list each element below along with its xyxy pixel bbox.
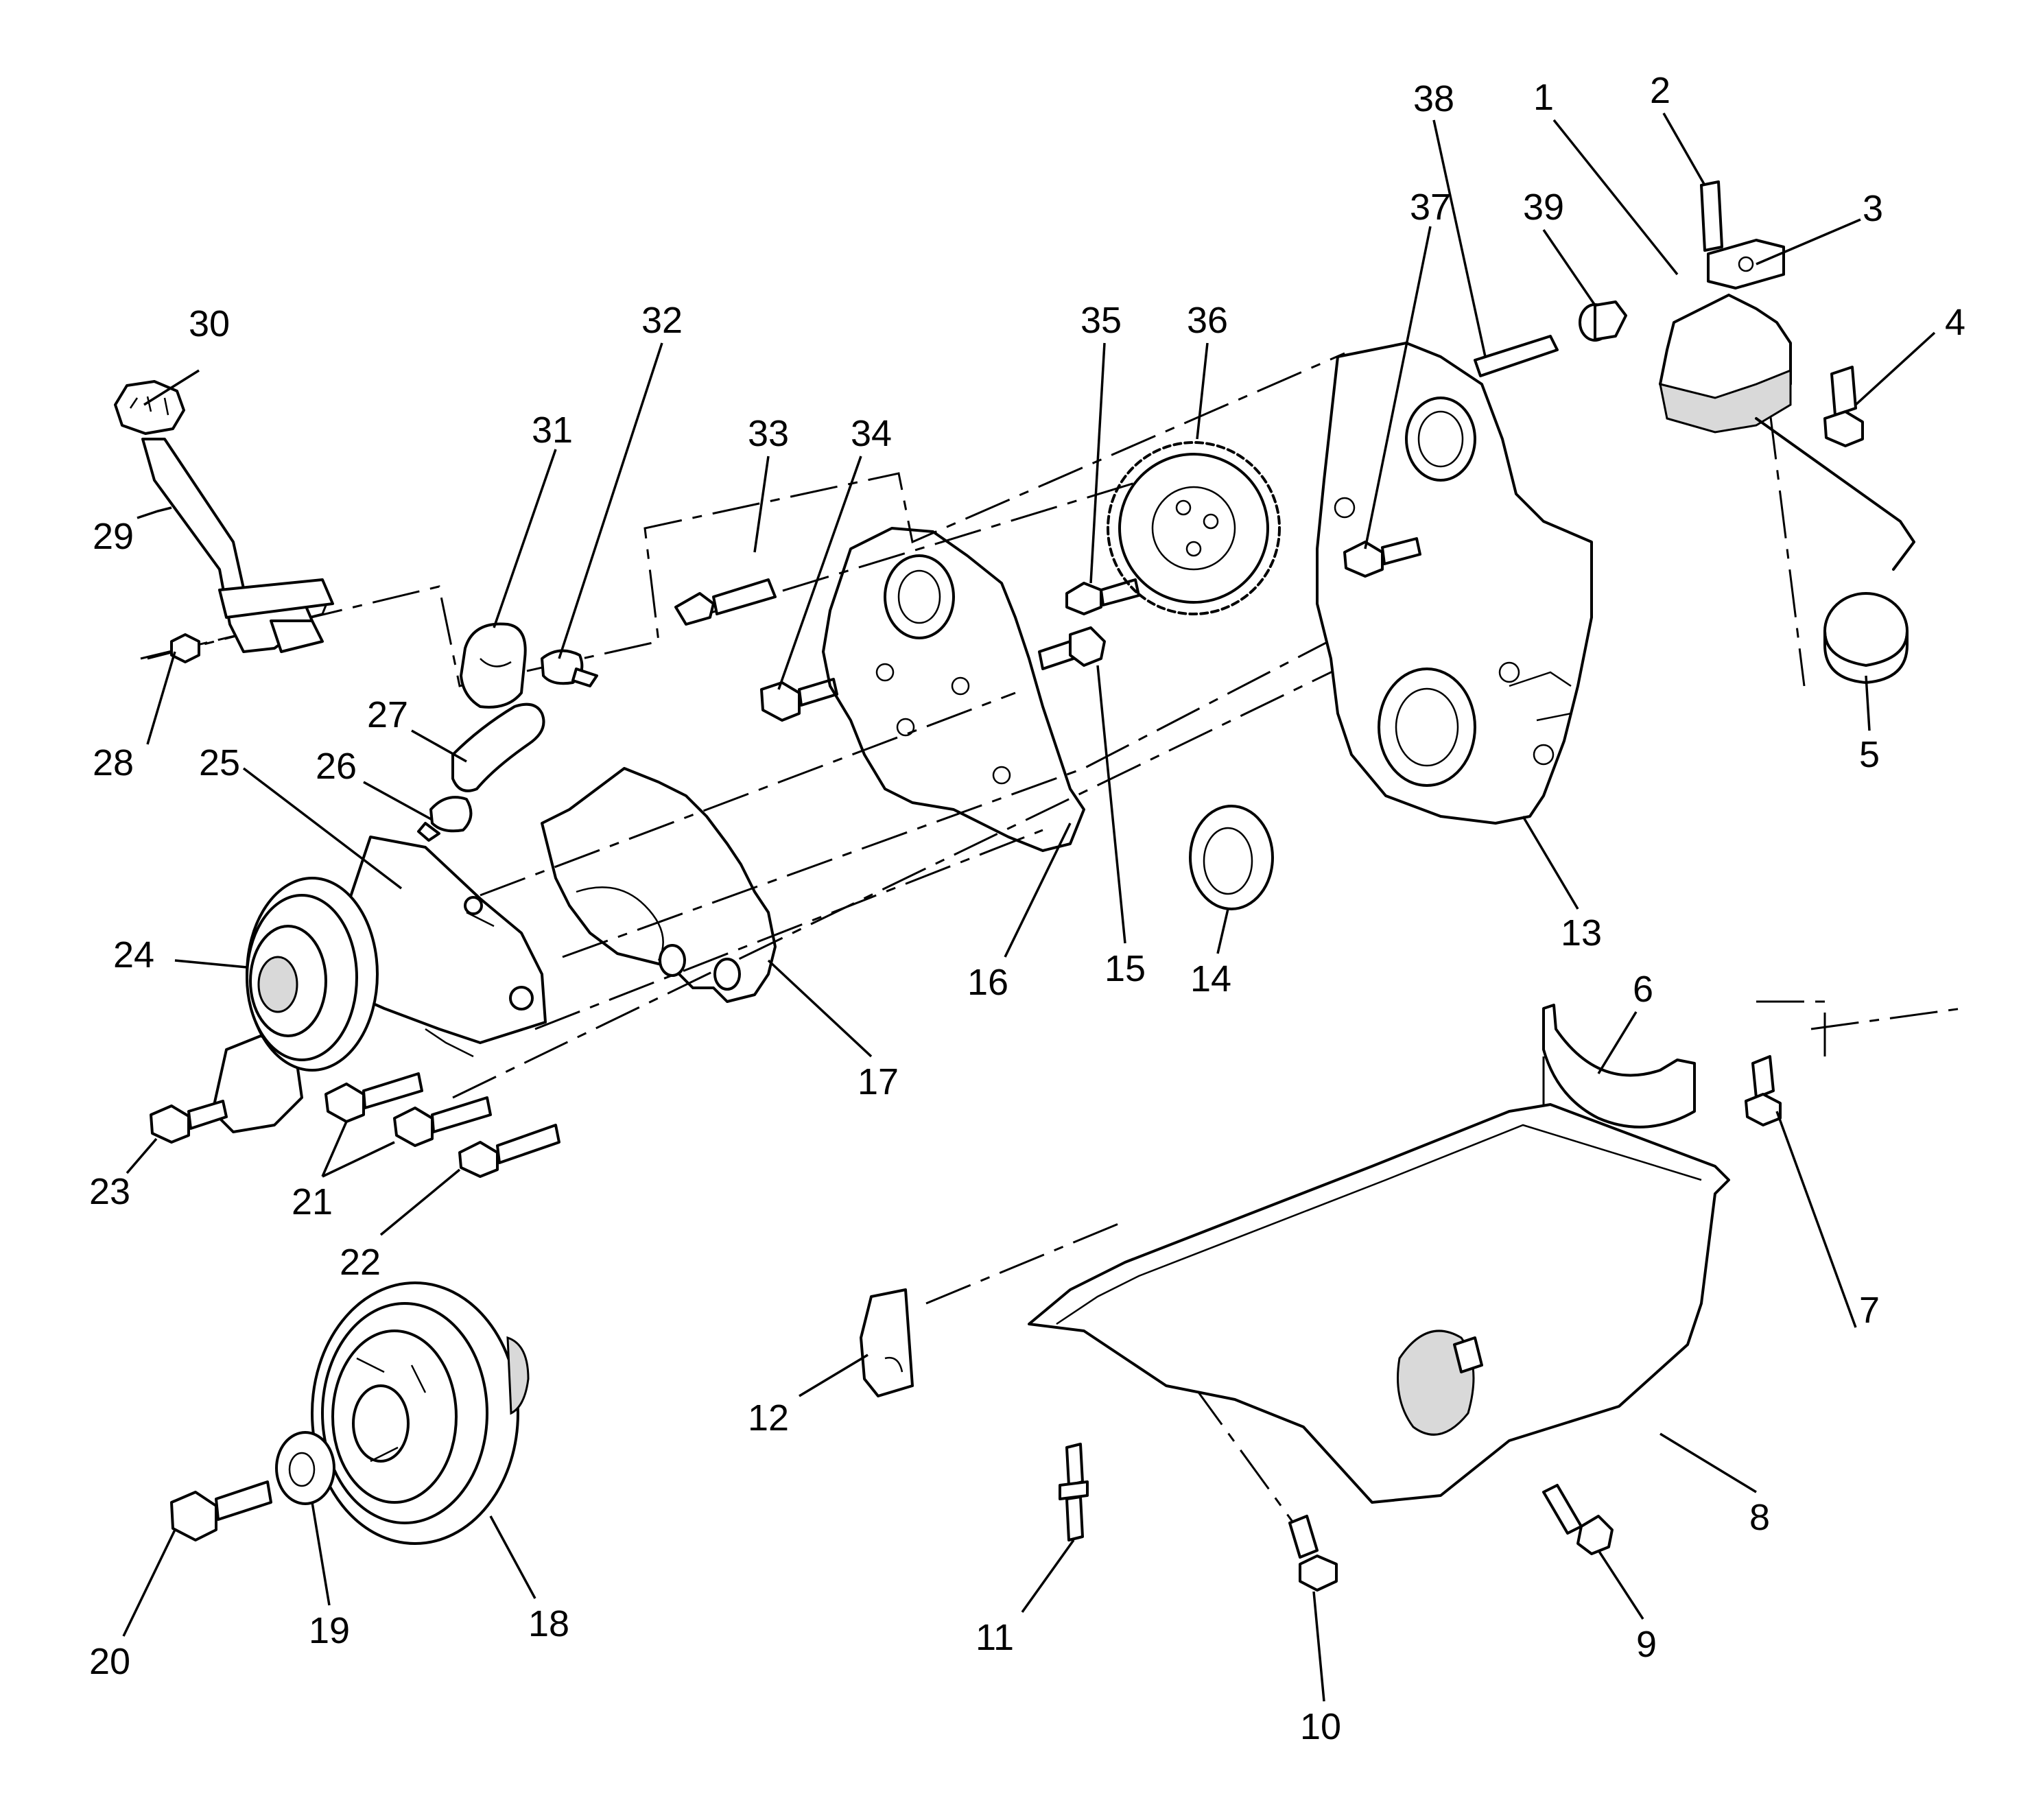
callout-15: 15 bbox=[1104, 948, 1146, 989]
callout-34: 34 bbox=[851, 413, 892, 454]
leader-lines bbox=[122, 113, 1936, 1702]
callout-7: 7 bbox=[1859, 1290, 1880, 1331]
camshaft-sprocket bbox=[1107, 441, 1281, 615]
oil-pump bbox=[1659, 180, 1792, 434]
callout-27: 27 bbox=[367, 694, 408, 735]
oil-pan-bolt-7 bbox=[1745, 1055, 1782, 1126]
nut bbox=[170, 633, 200, 663]
water-pump-gasket bbox=[541, 767, 777, 1003]
callout-24: 24 bbox=[113, 934, 154, 976]
bolt-15 bbox=[1038, 626, 1106, 670]
callout-39: 39 bbox=[1523, 187, 1564, 228]
hose-clamp bbox=[541, 649, 598, 687]
bolt-37 bbox=[1343, 537, 1421, 578]
callout-29: 29 bbox=[93, 516, 134, 557]
callout-9: 9 bbox=[1636, 1624, 1657, 1665]
callout-37: 37 bbox=[1410, 187, 1451, 228]
oil-pan-bolt-10 bbox=[1288, 1515, 1338, 1592]
callout-32: 32 bbox=[641, 300, 683, 341]
water-pump-bolt-23 bbox=[150, 1100, 228, 1144]
callout-33: 33 bbox=[748, 413, 789, 454]
callout-26: 26 bbox=[316, 746, 357, 787]
oil-pan-bracket-12 bbox=[860, 1288, 914, 1397]
drain-plug-9 bbox=[1542, 1484, 1614, 1555]
oil-pump-bolt bbox=[1823, 366, 1864, 447]
oil-pan-stud-11 bbox=[1059, 1443, 1089, 1541]
callout-8: 8 bbox=[1749, 1497, 1770, 1538]
callout-12: 12 bbox=[748, 1397, 789, 1439]
nut-39 bbox=[1579, 300, 1627, 342]
callout-35: 35 bbox=[1080, 300, 1122, 341]
water-pump-bolt-21b bbox=[393, 1096, 492, 1147]
water-pump-bolt-21a bbox=[324, 1072, 423, 1123]
callout-6: 6 bbox=[1633, 969, 1653, 1010]
insulator bbox=[460, 622, 527, 709]
stud bbox=[674, 578, 777, 626]
rear-main-seal bbox=[1542, 1004, 1696, 1128]
oil-filler-cap bbox=[114, 380, 185, 435]
stud-38 bbox=[1474, 335, 1559, 377]
crankshaft-front-seal bbox=[1189, 805, 1274, 910]
balancer-bolt bbox=[170, 1480, 272, 1541]
bypass-hose bbox=[451, 702, 545, 792]
callout-25: 25 bbox=[199, 742, 240, 783]
callout-38: 38 bbox=[1413, 78, 1454, 119]
callout-19: 19 bbox=[309, 1610, 350, 1651]
oil-pan bbox=[1028, 1103, 1730, 1504]
callout-1: 1 bbox=[1533, 77, 1554, 118]
callout-23: 23 bbox=[89, 1171, 130, 1212]
callout-2: 2 bbox=[1650, 70, 1670, 111]
callout-11: 11 bbox=[976, 1617, 1014, 1658]
callout-17: 17 bbox=[858, 1061, 899, 1102]
callout-3: 3 bbox=[1863, 188, 1883, 229]
callout-18: 18 bbox=[528, 1603, 569, 1644]
callout-13: 13 bbox=[1561, 912, 1602, 954]
callout-28: 28 bbox=[93, 742, 134, 783]
callout-4: 4 bbox=[1945, 302, 1965, 343]
engine-front-cover bbox=[1316, 342, 1593, 825]
callout-22: 22 bbox=[340, 1242, 381, 1283]
water-pump-stud-22 bbox=[458, 1124, 560, 1178]
balancer-washer bbox=[275, 1431, 335, 1505]
callout-21: 21 bbox=[292, 1181, 333, 1222]
hose-clamp-lower bbox=[417, 796, 473, 842]
callout-10: 10 bbox=[1300, 1706, 1341, 1747]
callout-labels: 1 2 3 4 5 6 7 8 9 10 11 12 13 14 15 16 1… bbox=[89, 70, 1965, 1747]
oil-pump-screen bbox=[1755, 417, 1915, 684]
front-cover-gasket bbox=[822, 527, 1085, 852]
callout-30: 30 bbox=[189, 303, 230, 344]
crankshaft-balancer bbox=[311, 1281, 530, 1545]
bolt bbox=[760, 678, 838, 722]
callout-5: 5 bbox=[1859, 734, 1880, 775]
callout-20: 20 bbox=[89, 1641, 130, 1682]
callout-16: 16 bbox=[967, 962, 1008, 1003]
water-pump bbox=[211, 836, 547, 1133]
sprocket-bolt bbox=[1065, 578, 1140, 615]
oil-filler-tube bbox=[141, 438, 334, 653]
callout-14: 14 bbox=[1190, 958, 1231, 1000]
callout-36: 36 bbox=[1187, 300, 1228, 341]
callout-31: 31 bbox=[532, 410, 573, 451]
